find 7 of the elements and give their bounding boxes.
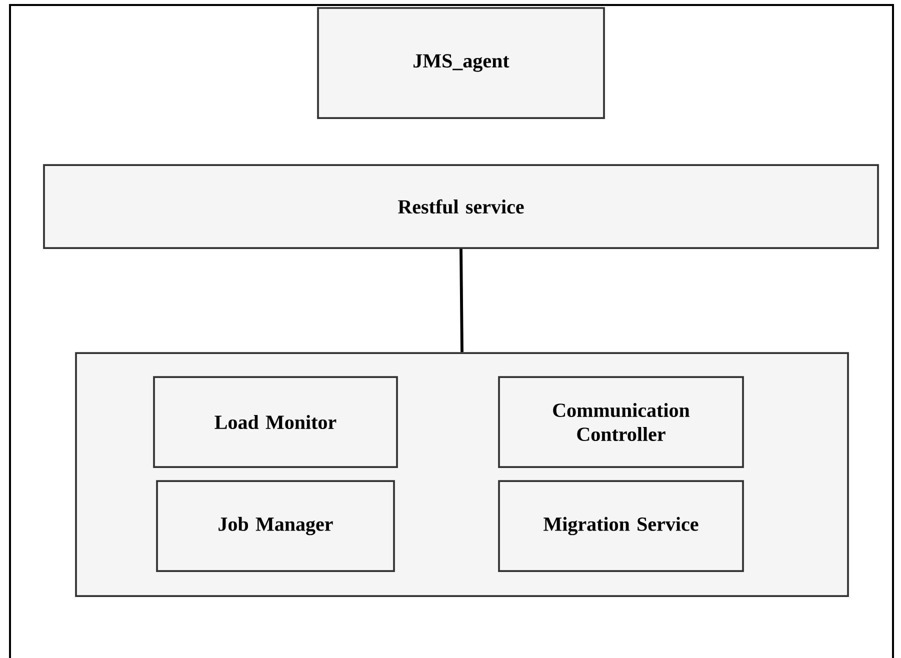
connector-line (460, 248, 464, 352)
component-box: Migration Service (498, 480, 744, 572)
component-box: Restful service (43, 164, 879, 249)
component-box: Communication Controller (498, 376, 744, 468)
component-box: Load Monitor (153, 376, 398, 468)
component-box: JMS_agent (317, 7, 605, 119)
component-box: Job Manager (156, 480, 395, 572)
